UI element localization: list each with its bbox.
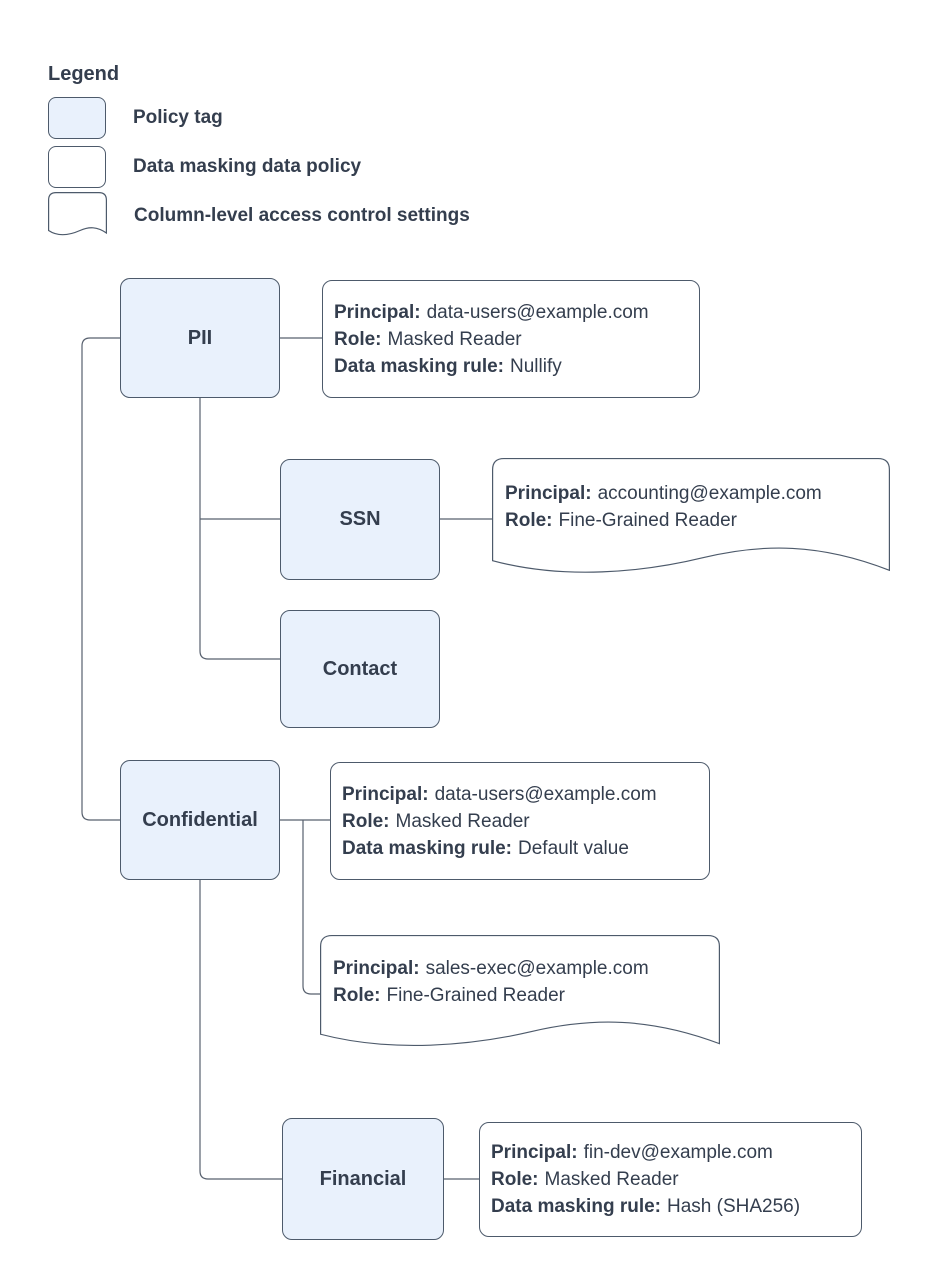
policy-rule-line: Data masking rule: Hash (SHA256) [491,1193,853,1220]
policy-role-line: Role:Fine-Grained Reader [505,507,882,534]
policy-principal-line: Principal:fin-dev@example.com [491,1139,853,1166]
policy-tag-node-pii: PII [120,278,280,398]
field-value: Hash (SHA256) [667,1196,801,1217]
field-value: accounting@example.com [597,483,822,504]
data-masking-policy-box-pii: Principal:data-users@example.com Role:Ma… [322,280,700,398]
field-value: fin-dev@example.com [583,1142,773,1163]
legend-item-policy-tag: Policy tag [48,97,223,139]
field-value: Fine-Grained Reader [558,510,737,531]
field-label: Role: [491,1169,539,1190]
document-shape [492,458,890,573]
column-access-doc-ssn: Principal:accounting@example.com Role:Fi… [492,458,890,580]
policy-tag-node-ssn: SSN [280,459,440,580]
legend-item-label: Data masking data policy [133,156,362,177]
field-value: data-users@example.com [434,783,657,805]
field-label: Principal: [333,958,420,979]
policy-rule-line: Data masking rule: Nullify [334,353,691,380]
policy-principal-line: Principal:sales-exec@example.com [333,955,712,982]
policy-principal-line: Principal:accounting@example.com [505,480,882,507]
data-masking-policy-box-financial: Principal:fin-dev@example.com Role:Maske… [479,1122,862,1237]
policy-rule-line: Data masking rule: Default value [342,835,701,862]
policy-principal-line: Principal:data-users@example.com [334,299,691,326]
field-label: Data masking rule: [342,837,512,859]
field-value: Nullify [510,355,562,377]
column-access-document-swatch [48,192,107,239]
field-label: Principal: [505,483,592,504]
node-label: Confidential [142,808,258,831]
connector-trunk-pii-confidential [81,337,120,821]
field-label: Principal: [334,301,421,323]
connector-confidential-to-financial [199,880,282,1180]
field-label: Principal: [491,1142,578,1163]
field-label: Role: [342,810,390,832]
field-label: Role: [334,328,382,350]
legend-heading: Legend [48,63,120,85]
policy-role-line: Role:Masked Reader [491,1166,853,1193]
data-masking-policy-box-confidential: Principal:data-users@example.com Role:Ma… [330,762,710,880]
connector-pii-to-contact [199,398,280,660]
policy-role-line: Role:Masked Reader [334,326,691,353]
data-masking-policy-swatch [48,146,106,188]
policy-role-line: Role:Masked Reader [342,808,701,835]
connector-confidential-to-access-doc [302,820,320,995]
field-value: Masked Reader [387,328,522,350]
policy-tag-node-financial: Financial [282,1118,444,1240]
policy-role-line: Role:Fine-Grained Reader [333,982,712,1009]
field-value: Fine-Grained Reader [386,985,565,1006]
document-shape [320,935,720,1046]
field-value: Default value [518,837,629,859]
legend-item-data-masking-policy: Data masking data policy [48,146,361,188]
policy-tag-swatch [48,97,106,139]
field-value: sales-exec@example.com [425,958,649,979]
node-label: Financial [319,1167,407,1190]
field-label: Role: [505,510,553,531]
field-value: Masked Reader [395,810,530,832]
policy-tag-node-contact: Contact [280,610,440,728]
legend-item-label: Policy tag [133,107,223,128]
field-label: Data masking rule: [334,355,504,377]
legend-item-label: Column-level access control settings [134,204,470,226]
field-label: Role: [333,985,381,1006]
column-access-doc-confidential: Principal:sales-exec@example.com Role:Fi… [320,935,720,1053]
node-label: Contact [322,657,398,680]
policy-principal-line: Principal:data-users@example.com [342,781,701,808]
field-value: Masked Reader [544,1169,679,1190]
field-value: data-users@example.com [426,301,649,323]
legend-item-column-access: Column-level access control settings [48,192,470,239]
field-label: Data masking rule: [491,1196,661,1217]
node-label: PII [187,326,213,349]
policy-tag-node-confidential: Confidential [120,760,280,880]
field-label: Principal: [342,783,429,805]
node-label: SSN [339,508,381,530]
